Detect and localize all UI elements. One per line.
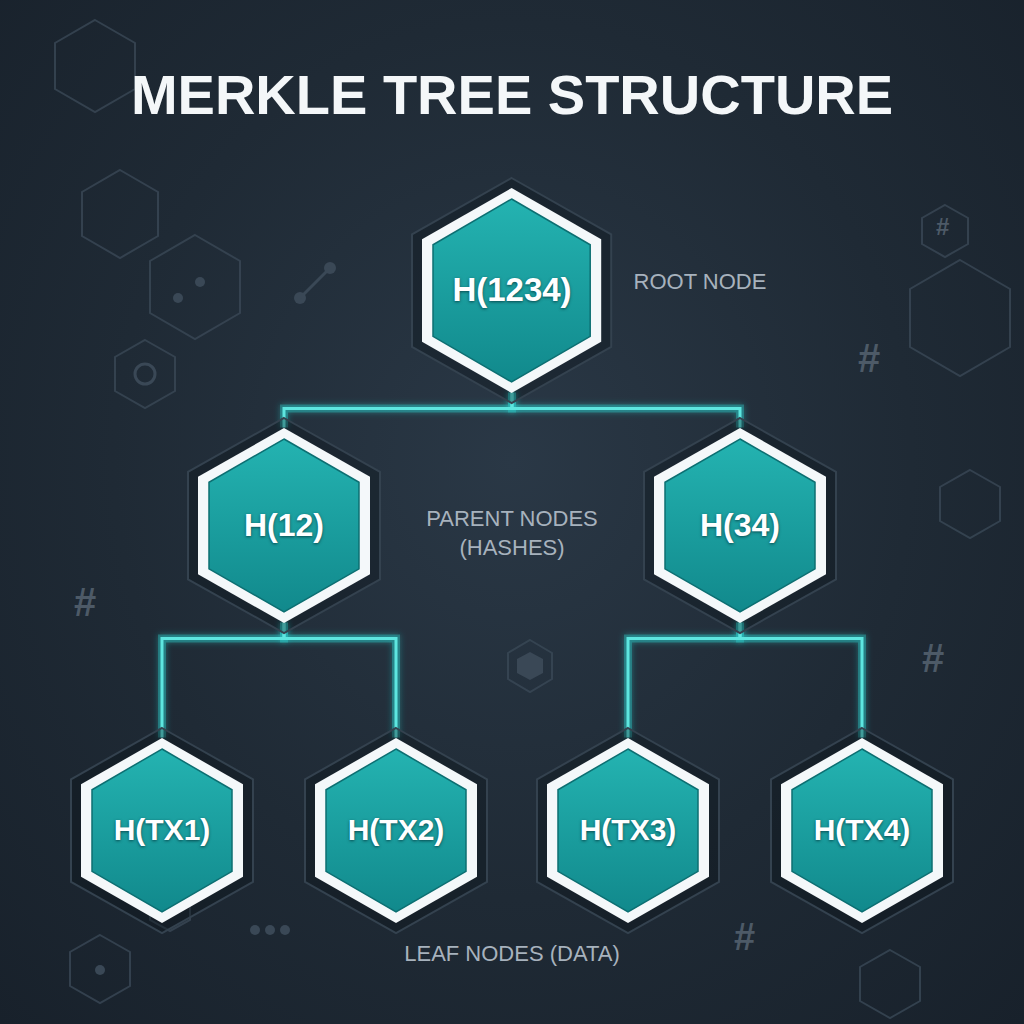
hash-label: H(TX4) — [814, 813, 911, 847]
hash-node: H(1234) — [422, 188, 601, 393]
tree-connector — [284, 623, 396, 738]
hash-label: H(TX1) — [114, 813, 211, 847]
hash-symbol: # — [74, 580, 96, 625]
tree-connector — [512, 393, 740, 428]
hash-node: H(TX3) — [547, 738, 709, 923]
connector-glow — [628, 623, 740, 738]
tree-connector — [284, 393, 512, 428]
hash-label: H(TX3) — [580, 813, 677, 847]
hash-label: H(34) — [700, 507, 780, 544]
section-label: PARENT NODES (HASHES) — [402, 505, 622, 562]
connectors — [162, 393, 862, 738]
hash-symbol: # — [922, 636, 944, 681]
tree-connector — [162, 623, 284, 738]
section-label: LEAF NODES (DATA) — [362, 940, 662, 969]
connector-glow — [284, 623, 396, 738]
hash-label: H(1234) — [452, 271, 571, 309]
hash-node: H(TX4) — [781, 738, 943, 923]
decor-hexagons — [55, 20, 1010, 1018]
connector-glow — [162, 623, 284, 738]
connector-glow — [284, 393, 512, 428]
hash-node: H(TX2) — [315, 738, 477, 923]
hash-symbol: # — [734, 916, 755, 959]
tree-connector — [628, 623, 740, 738]
hash-node: H(34) — [654, 428, 826, 623]
tree-connector — [740, 623, 862, 738]
hash-symbol: # — [936, 213, 949, 241]
hash-symbol: # — [858, 336, 880, 381]
hash-node: H(TX1) — [81, 738, 243, 923]
decor-hexagon — [517, 652, 543, 680]
hash-node: H(12) — [198, 428, 370, 623]
section-label: ROOT NODE — [620, 268, 780, 297]
hash-label: H(12) — [244, 507, 324, 544]
hash-label: H(TX2) — [348, 813, 445, 847]
connector-glow — [740, 623, 862, 738]
connector-glow — [512, 393, 740, 428]
title: MERKLE TREE STRUCTURE — [0, 62, 1024, 127]
